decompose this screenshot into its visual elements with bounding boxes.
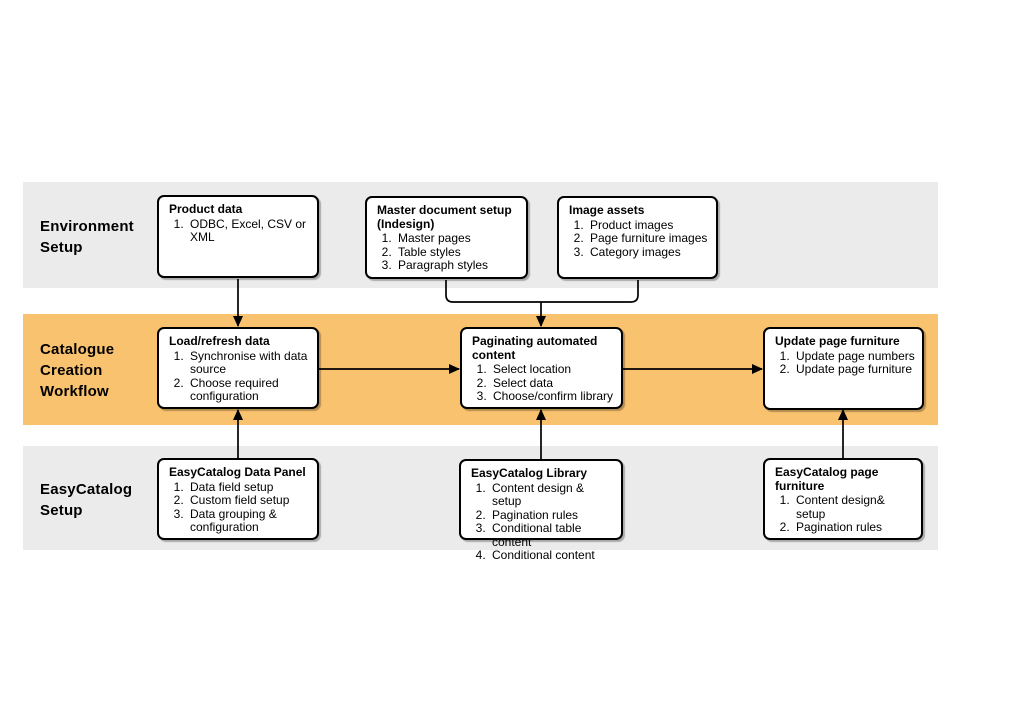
list-item: Update page furniture <box>793 362 917 377</box>
node-list: Content design & setup Pagination rules … <box>471 481 616 563</box>
node-easycatalog-data-panel: EasyCatalog Data Panel Data field setup … <box>157 458 319 540</box>
node-load-refresh-data: Load/refresh data Synchronise with data … <box>157 327 319 409</box>
node-list: Update page numbers Update page furnitur… <box>775 349 917 377</box>
node-list: Select location Select data Choose/confi… <box>472 362 616 404</box>
list-item: Synchronise with data source <box>187 349 312 377</box>
list-item: Data field setup <box>187 480 312 495</box>
list-item: Content design & setup <box>489 481 616 509</box>
list-item: Paragraph styles <box>395 258 521 273</box>
node-title: Paginating automated content <box>472 334 598 362</box>
node-title: EasyCatalog page furniture <box>775 465 879 493</box>
node-update-page-furniture: Update page furniture Update page number… <box>763 327 924 410</box>
node-list: Synchronise with data source Choose requ… <box>169 349 312 404</box>
list-item: Pagination rules <box>489 508 616 523</box>
list-item: Pagination rules <box>793 520 916 535</box>
list-item: Conditional table content <box>489 521 616 549</box>
band-label-easycatalog-setup: EasyCatalog Setup <box>40 481 133 519</box>
node-list: Content design& setup Pagination rules <box>775 493 916 535</box>
list-item: Master pages <box>395 231 521 246</box>
list-item: Category images <box>587 245 711 260</box>
node-easycatalog-page-furniture: EasyCatalog page furniture Content desig… <box>763 458 923 540</box>
node-title: Load/refresh data <box>169 334 270 348</box>
list-item: Conditional content <box>489 548 616 563</box>
node-title: Update page furniture <box>775 334 900 348</box>
node-list: Product images Page furniture images Cat… <box>569 218 711 260</box>
list-item: Choose required configuration <box>187 376 312 404</box>
list-item: ODBC, Excel, CSV or XML <box>187 217 312 245</box>
node-title: EasyCatalog Library <box>471 466 588 480</box>
list-item: Product images <box>587 218 711 233</box>
list-item: Data grouping & configuration <box>187 507 312 535</box>
node-easycatalog-library: EasyCatalog Library Content design & set… <box>459 459 623 562</box>
list-item: Content design& setup <box>793 493 916 521</box>
node-title: EasyCatalog Data Panel <box>169 465 306 479</box>
node-master-document-setup: Master document setup (Indesign) Master … <box>365 196 528 279</box>
node-list: Data field setup Custom field setup Data… <box>169 480 312 535</box>
band-label-catalogue-creation-workflow: Catalogue Creation Workflow <box>40 341 115 400</box>
node-product-data: Product data ODBC, Excel, CSV or XML <box>157 195 319 278</box>
list-item: Page furniture images <box>587 231 711 246</box>
list-item: Choose/confirm library <box>490 389 616 404</box>
node-title: Image assets <box>569 203 645 217</box>
node-title: Master document setup (Indesign) <box>377 203 512 231</box>
list-item: Update page numbers <box>793 349 917 364</box>
node-list: ODBC, Excel, CSV or XML <box>169 217 312 245</box>
list-item: Select data <box>490 376 616 391</box>
band-label-environment-setup: Environment Setup <box>40 218 134 256</box>
node-image-assets: Image assets Product images Page furnitu… <box>557 196 718 279</box>
list-item: Select location <box>490 362 616 377</box>
node-list: Master pages Table styles Paragraph styl… <box>377 231 521 273</box>
node-title: Product data <box>169 202 243 216</box>
node-paginating-automated-content: Paginating automated content Select loca… <box>460 327 623 409</box>
list-item: Custom field setup <box>187 493 312 508</box>
list-item: Table styles <box>395 245 521 260</box>
